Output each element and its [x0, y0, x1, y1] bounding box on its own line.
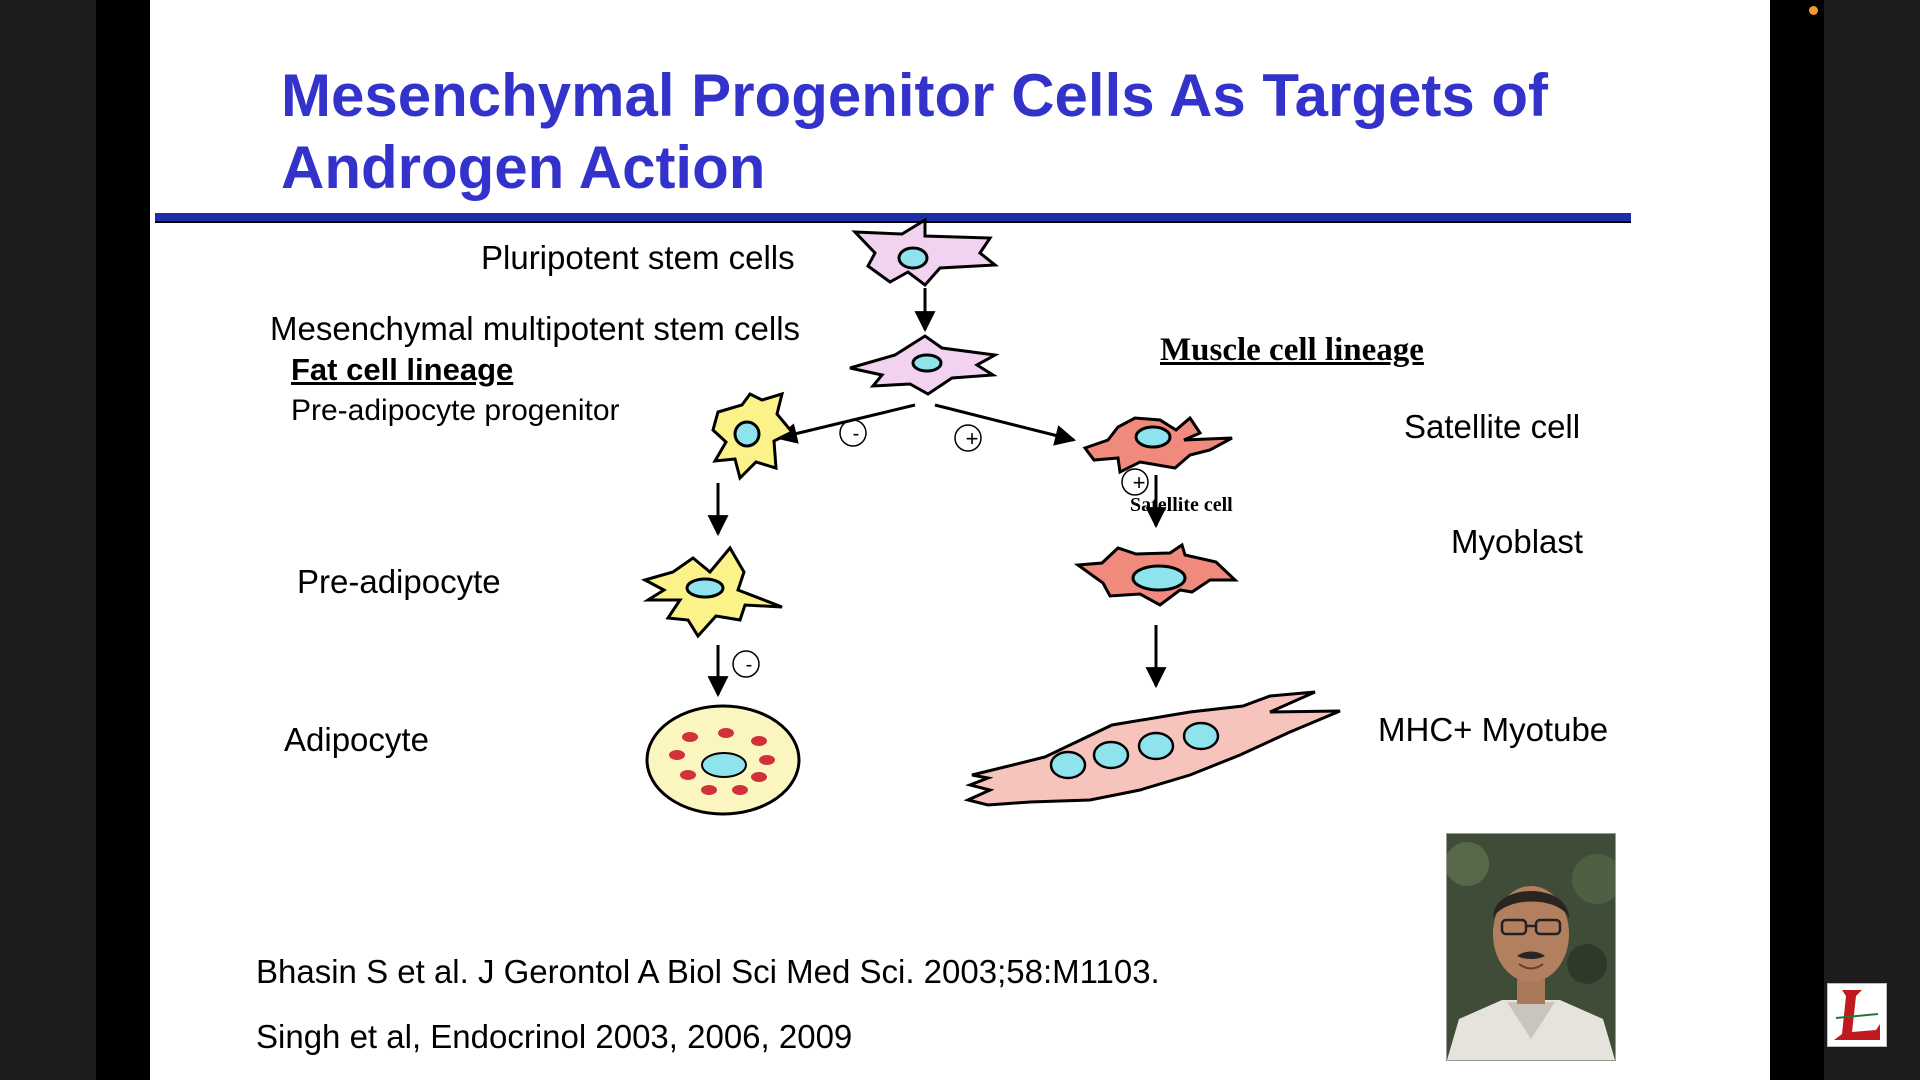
label-pluripotent-stem-cells: Pluripotent stem cells [481, 239, 795, 276]
slide-title: Mesenchymal Progenitor Cells As Targets … [281, 60, 1681, 204]
reference-1: Bhasin S et al. J Gerontol A Biol Sci Me… [256, 953, 1160, 990]
lineage-diagram: - + - [640, 217, 1341, 816]
label-adipocyte: Adipocyte [284, 721, 429, 758]
myotube-cell [963, 690, 1341, 807]
heading-fat-cell-lineage: Fat cell lineage [291, 352, 514, 387]
svg-text:+: + [966, 426, 979, 451]
heading-muscle-cell-lineage: Muscle cell lineage [1160, 332, 1424, 368]
title-rule [155, 213, 1631, 221]
left-background [0, 0, 96, 1080]
right-letterbox [1770, 0, 1824, 1080]
minus-symbol-2: - [732, 650, 760, 678]
label-mhc-myotube: MHC+ Myotube [1378, 711, 1609, 748]
speaker-image [1447, 834, 1615, 1060]
pre-adipocyte-cell [640, 545, 783, 639]
speaker-video-thumbnail [1446, 833, 1616, 1061]
presentation-slide: Mesenchymal Progenitor Cells As Targets … [150, 0, 1770, 1080]
left-letterbox [96, 0, 150, 1080]
title-line-2: Androgen Action [281, 134, 766, 201]
reference-2: Singh et al, Endocrinol 2003, 2006, 2009 [256, 1018, 853, 1055]
label-myoblast: Myoblast [1451, 523, 1584, 560]
mesenchymal-stem-cell [849, 334, 1000, 396]
minus-symbol-1: - [839, 419, 867, 447]
svg-text:+: + [1133, 470, 1146, 495]
label-pre-adipocyte: Pre-adipocyte [297, 563, 501, 600]
adipocyte-cell [645, 704, 801, 816]
right-background [1824, 0, 1920, 1080]
label-satellite-cell: Satellite cell [1404, 408, 1581, 445]
channel-logo-mark [1828, 984, 1886, 1046]
satellite-cell [1082, 415, 1233, 475]
plus-symbol-1: + [954, 424, 982, 452]
pre-adipocyte-progenitor-cell [711, 391, 795, 481]
label-pre-adipocyte-progenitor: Pre-adipocyte progenitor [291, 394, 620, 427]
title-line-1: Mesenchymal Progenitor Cells As Targets … [281, 62, 1549, 129]
channel-logo [1827, 983, 1887, 1047]
plus-symbol-2: + [1121, 468, 1149, 496]
label-mesenchymal-stem-cells: Mesenchymal multipotent stem cells [270, 310, 801, 347]
svg-text:-: - [853, 423, 860, 445]
myoblast-cell [1073, 542, 1239, 607]
arrow-to-muscle-lineage [934, 403, 1077, 446]
label-satellite-cell-small: Satellite cell [1130, 494, 1233, 516]
recording-indicator [1809, 6, 1818, 15]
pluripotent-stem-cell [851, 217, 1000, 288]
svg-text:-: - [746, 654, 753, 676]
